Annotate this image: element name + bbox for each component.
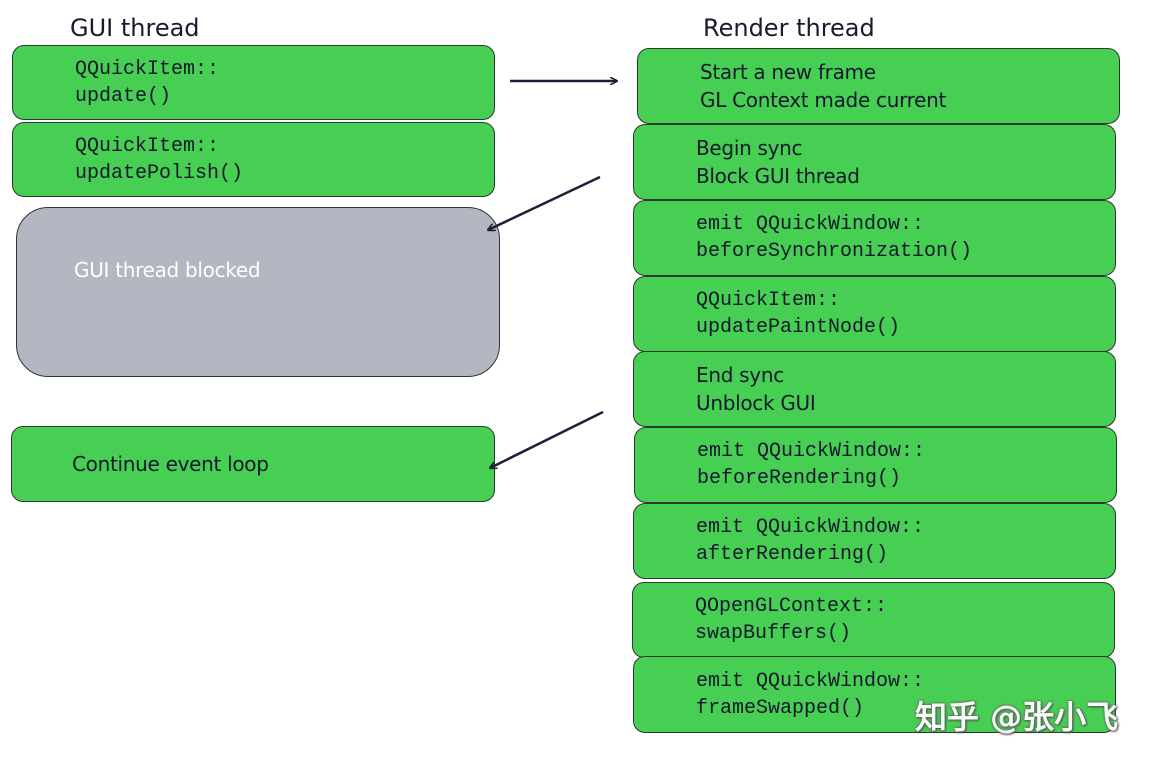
render-box-start-frame: Start a new frame GL Context made curren…: [637, 48, 1120, 124]
gui-box-continue-event-loop: Continue event loop: [11, 426, 495, 502]
box-line: beforeSynchronization(): [696, 240, 973, 263]
render-box-before-synchronization: emit QQuickWindow:: beforeSynchronizatio…: [633, 200, 1116, 276]
box-line: emit QQuickWindow::: [696, 516, 925, 539]
box-line: afterRendering(): [696, 543, 889, 566]
arrow-end-sync-to-continue: [490, 410, 604, 468]
box-line: frameSwapped(): [696, 696, 865, 720]
box-line: emit QQuickWindow::: [696, 213, 925, 236]
watermark: 知乎 @张小飞: [915, 698, 1119, 736]
box-line: Continue event loop: [72, 452, 269, 476]
gui-box-update-polish: QQuickItem:: updatePolish(): [12, 122, 495, 197]
render-box-end-sync: End sync Unblock GUI: [633, 351, 1116, 427]
arrow-begin-sync-to-blocked: [488, 175, 601, 230]
gui-box-update: QQuickItem:: update(): [12, 45, 495, 120]
box-line: Unblock GUI: [696, 391, 816, 415]
box-line: updatePolish(): [75, 161, 244, 185]
box-line: QQuickItem::: [75, 57, 220, 81]
box-line: QQuickItem::: [75, 134, 220, 158]
render-box-swap-buffers: QOpenGLContext:: swapBuffers(): [632, 582, 1115, 658]
gui-box-blocked: GUI thread blocked: [16, 207, 500, 377]
box-line: Begin sync: [696, 136, 803, 160]
box-line: Start a new frame: [700, 60, 876, 84]
box-line: GUI thread blocked: [74, 258, 261, 282]
box-line: emit QQuickWindow::: [697, 440, 926, 463]
render-box-after-rendering: emit QQuickWindow:: afterRendering(): [633, 503, 1116, 579]
render-box-begin-sync: Begin sync Block GUI thread: [633, 124, 1116, 200]
box-line: swapBuffers(): [695, 622, 852, 645]
render-box-before-rendering: emit QQuickWindow:: beforeRendering(): [634, 427, 1117, 503]
box-line: End sync: [696, 363, 784, 387]
render-box-frame-swapped: emit QQuickWindow:: frameSwapped(): [633, 656, 1116, 733]
gui-thread-heading: GUI thread: [70, 14, 200, 42]
box-line: GL Context made current: [700, 88, 947, 112]
box-line: Block GUI thread: [696, 164, 860, 188]
box-line: emit QQuickWindow::: [696, 669, 925, 693]
box-line: updatePaintNode(): [696, 316, 901, 339]
box-line: QOpenGLContext::: [695, 595, 888, 618]
box-line: beforeRendering(): [697, 467, 902, 490]
render-thread-heading: Render thread: [703, 14, 875, 42]
box-line: QQuickItem::: [696, 289, 841, 312]
box-line: update(): [75, 84, 172, 108]
